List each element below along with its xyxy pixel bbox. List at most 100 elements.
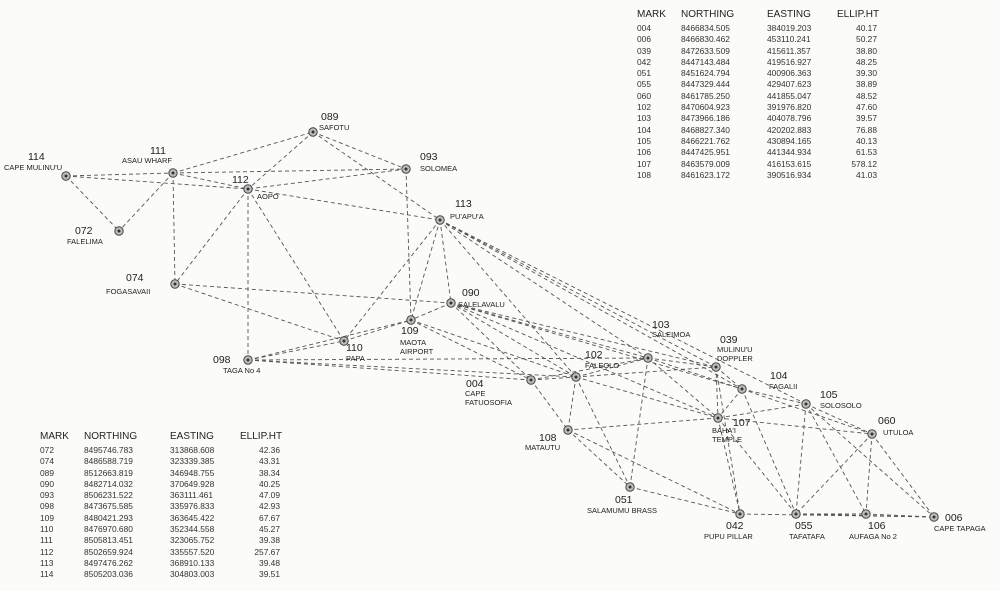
cell-ellip-ht: 41.03	[856, 169, 877, 180]
mark-number: 055	[795, 520, 813, 532]
cell-ellip-ht: 47.60	[856, 102, 877, 113]
connection-109-004	[410, 319, 532, 381]
mark-number: 114	[28, 151, 45, 163]
connection-104-055	[741, 388, 797, 515]
connection-107-060	[717, 417, 873, 435]
mark-number: 072	[75, 225, 93, 237]
connection-102-051	[575, 376, 631, 488]
cell-mark: 039	[637, 45, 651, 56]
cell-easting: 368910.133	[170, 557, 215, 568]
cell-easting: 346948.755	[170, 467, 215, 478]
cell-easting: 323065.752	[170, 535, 215, 546]
cell-mark: 006	[637, 34, 651, 45]
connection-004-108	[530, 379, 569, 431]
header-easting: EASTING	[767, 9, 811, 20]
connection-113-105	[439, 219, 807, 405]
survey-point-center	[628, 485, 632, 489]
cell-northing: 8447143.484	[681, 56, 730, 67]
survey-point-center	[740, 387, 744, 391]
mark-name: FAGALII	[769, 382, 797, 391]
cell-northing: 8461785.250	[681, 90, 730, 101]
cell-northing: 8486588.719	[84, 456, 133, 467]
cell-northing: 8466830.462	[681, 34, 730, 45]
mark-name: SOLOMEA	[420, 164, 457, 173]
connection-098-103	[247, 357, 649, 361]
cell-ellip-ht: 39.57	[856, 113, 877, 124]
mark-name: FOGASAVAII	[106, 287, 150, 296]
table-header: MARK NORTHING EASTING ELLIP.HT	[40, 431, 283, 442]
header-mark: MARK	[637, 9, 666, 20]
cell-northing: 8470604.923	[681, 102, 730, 113]
cell-easting: 384019.203	[767, 23, 812, 33]
cell-northing: 8506231.522	[84, 490, 133, 501]
connection-103-107	[647, 357, 719, 419]
cell-ellip-ht: 42.36	[259, 445, 280, 455]
connection-098-102	[247, 359, 577, 378]
mark-number: 106	[868, 520, 886, 532]
cell-ellip-ht: 40.25	[259, 478, 280, 489]
connection-105-106	[805, 403, 867, 515]
cell-ellip-ht: 48.52	[856, 90, 877, 101]
cell-mark: 111	[40, 535, 53, 546]
cell-northing: 8473966.186	[681, 113, 730, 124]
cell-northing: 8451624.794	[681, 68, 730, 79]
mark-number: 108	[539, 432, 557, 444]
connection-103-051	[629, 357, 649, 488]
cell-northing: 8463579.009	[681, 158, 730, 169]
mark-number: 090	[462, 287, 480, 299]
connection-093-109	[405, 168, 412, 321]
header-northing: NORTHING	[681, 9, 735, 20]
network-edges	[65, 131, 935, 518]
cell-ellip-ht: 39.51	[259, 569, 280, 580]
cell-easting: 352344.558	[170, 524, 215, 535]
header-ellip-ht: ELLIP.HT	[240, 431, 283, 442]
connection-102-107	[575, 376, 719, 419]
cell-ellip-ht: 45.27	[259, 524, 280, 535]
cell-mark: 042	[637, 56, 651, 67]
connection-105-055	[795, 403, 807, 515]
survey-point-center	[529, 378, 533, 382]
connection-060-055	[795, 433, 873, 515]
connection-089-112	[247, 131, 314, 190]
mark-number: 093	[420, 151, 438, 163]
cell-easting: 335557.520	[170, 546, 215, 557]
mark-name: SAFOTU	[319, 123, 349, 132]
cell-mark: 106	[637, 147, 651, 158]
mark-number: 104	[770, 370, 788, 382]
cell-ellip-ht: 38.34	[259, 467, 280, 478]
cell-mark: 107	[637, 158, 651, 169]
connection-103-104	[647, 357, 743, 390]
cell-ellip-ht: 76.88	[856, 124, 877, 135]
cell-mark: 104	[637, 124, 651, 135]
cell-mark: 004	[637, 23, 651, 33]
connection-098-004	[247, 359, 532, 381]
mark-name: PU'APU'A	[450, 212, 484, 221]
cell-ellip-ht: 39.30	[856, 68, 877, 79]
survey-point-center	[804, 402, 808, 406]
cell-ellip-ht: 61.53	[856, 147, 877, 158]
mark-name: SOLOSOLO	[820, 401, 862, 410]
cell-easting: 419516.927	[767, 56, 812, 67]
